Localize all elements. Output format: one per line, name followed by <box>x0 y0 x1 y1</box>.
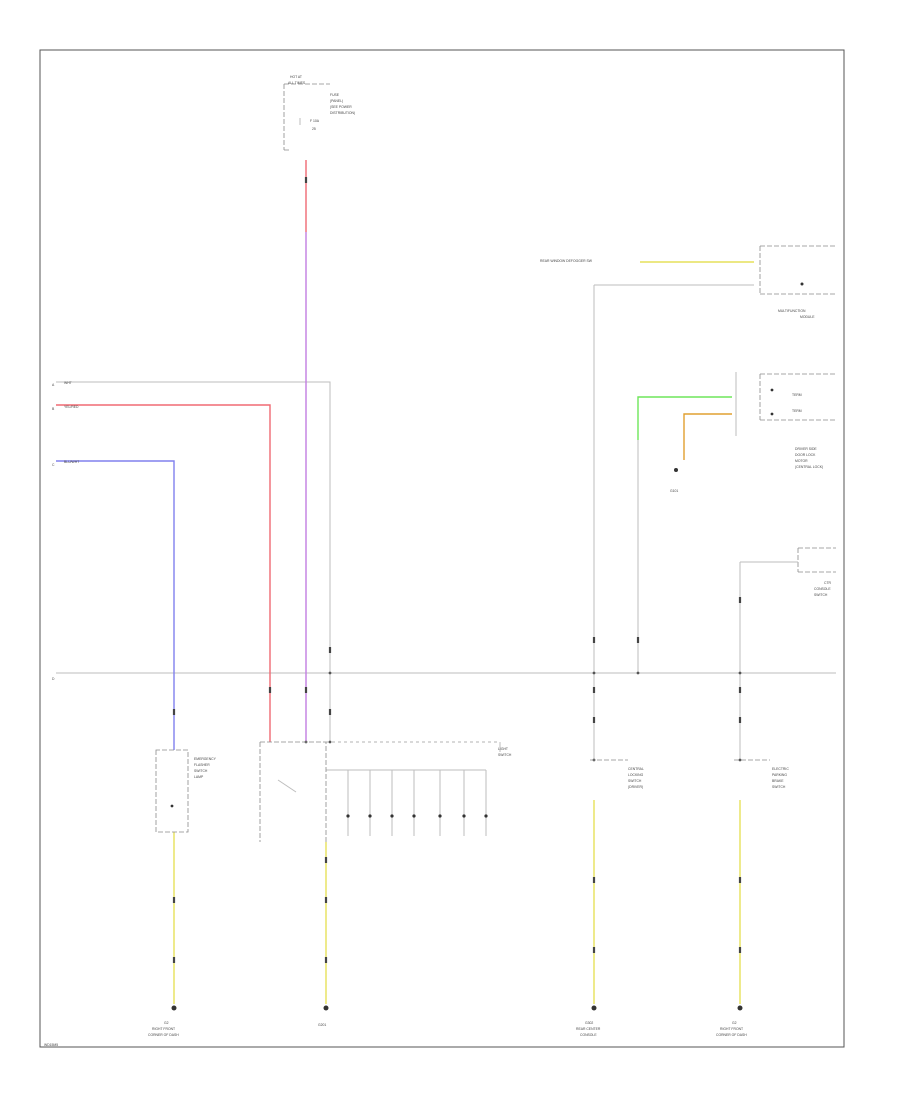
ground-4-label-3: CORNER OF DASH <box>716 1033 747 1037</box>
wire-top-bus-gray <box>56 381 331 742</box>
left-id-a: A <box>52 383 55 387</box>
wire-blue-feed <box>56 460 175 750</box>
ground-1-label-1: G2 <box>164 1021 169 1025</box>
fuse-box-label-1: HOT AT <box>290 75 302 79</box>
ground-g201: G201 <box>318 1005 329 1027</box>
flasher-label-4: LAMP <box>194 775 204 779</box>
wire-orange <box>683 413 732 460</box>
console-switch: CTR CONSOLE SWITCH <box>740 547 836 597</box>
wire-green <box>637 396 732 440</box>
parking-brake-label-4: SWITCH <box>772 785 786 789</box>
left-id-c: C <box>52 463 55 467</box>
fuse-box: HOT AT ALL TIMES FUSE (PANEL) (SEE POWER… <box>283 75 355 151</box>
light-switch-label-2: SWITCH <box>498 753 512 757</box>
flasher-label-1: EMERGENCY <box>194 757 217 761</box>
ground-g2-left: G2 RIGHT FRONT CORNER OF DASH <box>148 1005 179 1037</box>
ground-1-label-3: CORNER OF DASH <box>148 1033 179 1037</box>
door-lock-motor: TERM TERM DRIVER SIDE DOOR LOCK MOTOR (C… <box>735 372 836 469</box>
console-switch-label-3: SWITCH <box>814 593 828 597</box>
light-switch-tap-pin-4 <box>412 814 416 818</box>
footer-code: WD15M5 <box>44 1043 58 1047</box>
left-id-d: D <box>52 677 55 681</box>
multifunction-module: MULTIFUNCTION MODULE <box>759 245 836 319</box>
left-wire-color-3: BLU/WHT <box>64 460 79 464</box>
central-locking-switch: CENTRAL LOCKING SWITCH (DRIVER) <box>590 759 644 789</box>
fuse-number-2: 25 <box>312 127 316 131</box>
light-switch-label-1: LIGHT <box>498 747 508 751</box>
junction-dot-4 <box>738 758 742 762</box>
light-switch-tap-pin-2 <box>368 814 372 818</box>
junction-dot-7 <box>592 671 596 675</box>
ground-3-label-1: G302 <box>585 1021 593 1025</box>
electric-parking-brake-switch: ELECTRIC PARKING BRAKE SWITCH <box>734 759 789 789</box>
ground-2-label-1: G201 <box>318 1023 326 1027</box>
parking-brake-label-2: PARKING <box>772 773 787 777</box>
top-connector-label: REAR WINDOW DEFOGGER SW <box>540 259 593 263</box>
flasher-label-2: FLASHER <box>194 763 210 767</box>
top-module-label-2: MODULE <box>800 315 815 319</box>
ground-g302: G302 REAR CENTER CONSOLE <box>576 1005 601 1037</box>
fuse-desc-2: (PANEL) <box>330 99 343 103</box>
left-wire-color-1: WHT <box>64 381 72 385</box>
top-module-label-1: MULTIFUNCTION <box>778 309 806 313</box>
light-switch-tap-pin-5 <box>438 814 442 818</box>
junction-dot-2 <box>328 740 332 744</box>
left-id-b: B <box>52 407 55 411</box>
console-switch-label-1: CTR <box>824 581 832 585</box>
junction-dot-5 <box>636 671 640 675</box>
light-switch-tap-pin-3 <box>390 814 394 818</box>
wire-red-feed <box>56 404 271 742</box>
ground-g2-right: G2 RIGHT FRONT CORNER OF DASH <box>716 1005 747 1037</box>
light-switch-tap-pin-1 <box>346 814 350 818</box>
wire-mod-feed-gray <box>593 284 754 760</box>
ground-4-label-2: RIGHT FRONT <box>720 1027 743 1031</box>
door-lock-pin-1: TERM <box>792 393 802 397</box>
fuse-box-label-2: ALL TIMES <box>288 81 306 85</box>
central-lock-label-4: (DRIVER) <box>628 785 643 789</box>
door-lock-label-3: MOTOR <box>795 459 808 463</box>
central-lock-label-3: SWITCH <box>628 779 642 783</box>
central-lock-label-1: CENTRAL <box>628 767 644 771</box>
small-ground-dot <box>674 468 678 472</box>
small-ground-label: G101 <box>670 489 678 493</box>
junction-dot-8 <box>328 671 332 675</box>
door-lock-pin-2: TERM <box>792 409 802 413</box>
central-lock-label-2: LOCKING <box>628 773 644 777</box>
parking-brake-label-1: ELECTRIC <box>772 767 789 771</box>
ground-3-label-2: REAR CENTER <box>576 1027 601 1031</box>
fuse-desc-1: FUSE <box>330 93 340 97</box>
parking-brake-label-3: BRAKE <box>772 779 784 783</box>
left-wire-color-2: YEL/RED <box>64 405 79 409</box>
flasher-label-3: SWITCH <box>194 769 208 773</box>
fuse-number-1: F 10A <box>310 119 320 123</box>
diagram-frame <box>39 49 845 1048</box>
ground-1-label-2: RIGHT FRONT <box>152 1027 175 1031</box>
fuse-desc-3: (SEE POWER <box>330 105 352 109</box>
door-lock-label-2: DOOR LOCK <box>795 453 816 457</box>
light-switch: LIGHT SWITCH <box>259 741 512 842</box>
junction-dot-6 <box>738 671 742 675</box>
ground-3-label-3: CONSOLE <box>580 1033 597 1037</box>
wires <box>56 160 836 1004</box>
light-switch-tap-pin-6 <box>462 814 466 818</box>
door-lock-label-4: (CENTRAL LOCK) <box>795 465 823 469</box>
emergency-flasher-switch: EMERGENCY FLASHER SWITCH LAMP <box>155 749 217 833</box>
console-switch-label-2: CONSOLE <box>814 587 831 591</box>
door-lock-label-1: DRIVER SIDE <box>795 447 817 451</box>
fuse-desc-4: DISTRIBUTION) <box>330 111 355 115</box>
ground-4-label-1: G2 <box>732 1021 737 1025</box>
light-switch-tap-pin-7 <box>484 814 488 818</box>
